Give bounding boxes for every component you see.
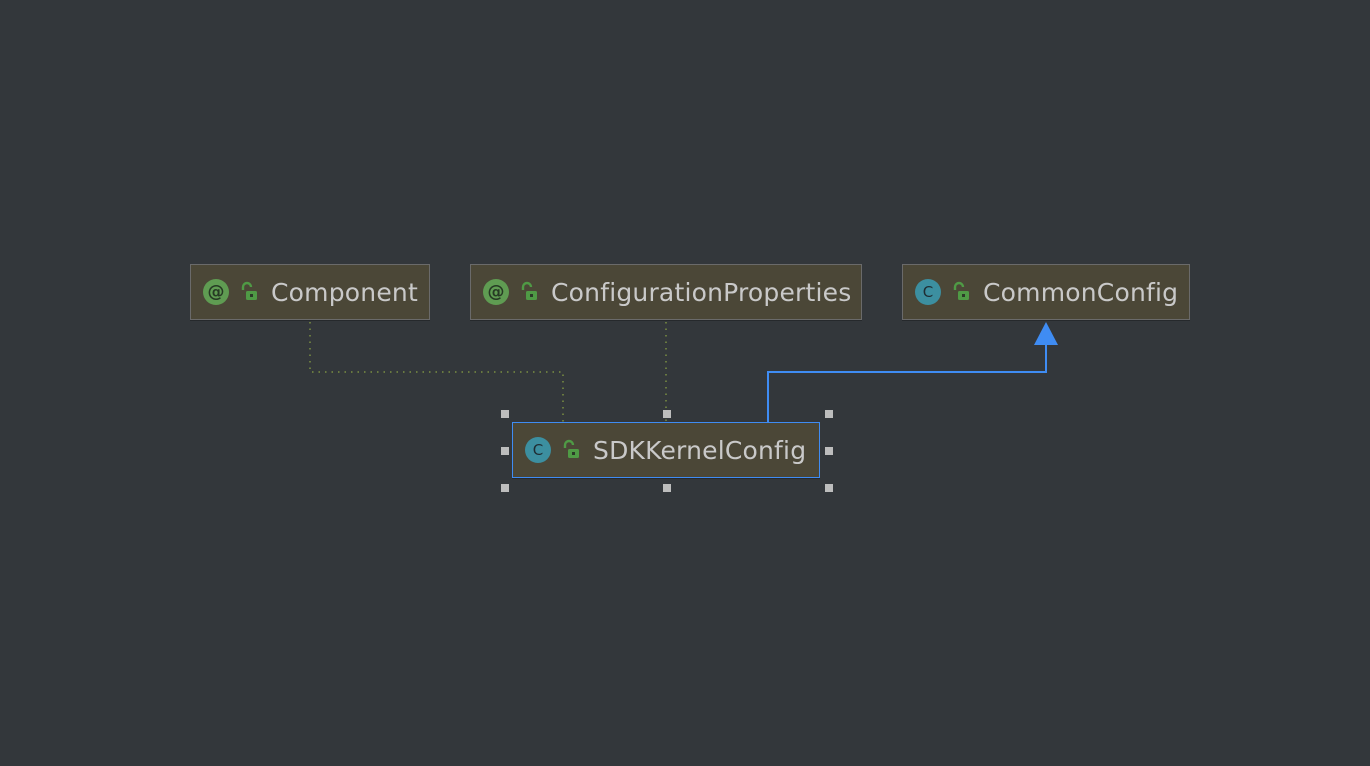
resize-handle-right[interactable] — [825, 447, 833, 455]
annotation-icon: @ — [203, 279, 229, 305]
resize-handle-top-right[interactable] — [825, 410, 833, 418]
node-label: SDKKernelConfig — [593, 435, 807, 465]
edge-sdkkernelconfig-extends-commonconfig — [767, 344, 1047, 422]
node-label: Component — [271, 277, 418, 307]
resize-handle-bottom-right[interactable] — [825, 484, 833, 492]
node-label: ConfigurationProperties — [551, 277, 852, 307]
resize-handle-top[interactable] — [663, 410, 671, 418]
unlocked-icon — [241, 281, 257, 300]
resize-handle-bottom-left[interactable] — [501, 484, 509, 492]
resize-handle-left[interactable] — [501, 447, 509, 455]
annotation-icon: @ — [483, 279, 509, 305]
node-common-config[interactable]: C CommonConfig — [902, 264, 1190, 320]
node-configuration-properties[interactable]: @ ConfigurationProperties — [470, 264, 862, 320]
edge-sdkkernelconfig-to-component — [309, 322, 564, 422]
node-sdk-kernel-config[interactable]: C SDKKernelConfig — [512, 422, 820, 478]
unlocked-icon — [521, 281, 537, 300]
inheritance-arrowhead — [1034, 322, 1058, 345]
class-icon: C — [525, 437, 551, 463]
node-component[interactable]: @ Component — [190, 264, 430, 320]
node-label: CommonConfig — [983, 277, 1179, 307]
unlocked-icon — [563, 439, 579, 458]
resize-handle-top-left[interactable] — [501, 410, 509, 418]
class-icon: C — [915, 279, 941, 305]
unlocked-icon — [953, 281, 969, 300]
resize-handle-bottom[interactable] — [663, 484, 671, 492]
